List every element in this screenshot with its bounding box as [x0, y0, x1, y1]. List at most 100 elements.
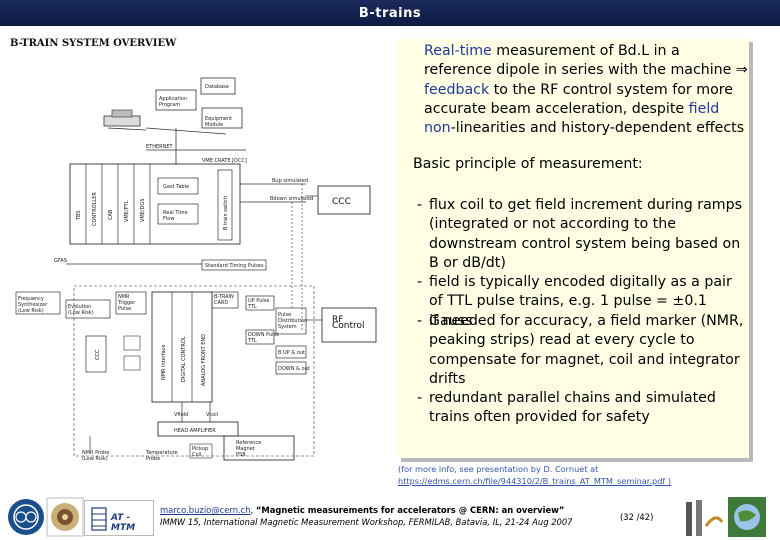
frequency-box [15, 291, 61, 315]
workshop-info: IMMW 15, International Magnetic Measurem… [160, 517, 573, 527]
bdown-simulated-label: Bdown simulated [270, 196, 313, 202]
col-tbs: TBS [76, 210, 82, 221]
basic-principle-heading: Basic principle of measurement: [413, 156, 643, 172]
vfield-label: Vfield [174, 412, 188, 418]
col-controller: CONTROLLER [92, 192, 98, 226]
at-mtm-label: AT - MTM [111, 513, 136, 533]
gfas-label: GFAS [54, 258, 67, 264]
intro-text-3: -linearities and history-dependent effec… [450, 120, 745, 137]
intro-paragraph: Real-time measurement of Bd.L in a refer… [424, 42, 749, 138]
bdown-ttl-box [245, 329, 275, 345]
talk-title: “Magnetic measurements for accelerators … [255, 505, 565, 515]
intro-text-2: to the RF control system for more accura… [424, 81, 734, 117]
sub-box-1 [123, 335, 141, 351]
b-train-switch-label: B train switch [223, 196, 229, 230]
bup-simulated-label: Bup simulated [272, 178, 308, 184]
reference-note: (for more info, see presentation by D. C… [398, 463, 758, 487]
pickup-coil-box [189, 443, 213, 459]
bullet-text: if needed for accuracy, a field marker (… [429, 313, 744, 387]
globe-logo-icon [728, 497, 766, 537]
bullet-text: field is typically encoded digitally as … [429, 274, 732, 329]
col-cab: CAB [108, 209, 114, 220]
footer-sep: , [250, 505, 256, 515]
bullet-item: - flux coil to get field increment durin… [417, 196, 747, 273]
ccc-sub-box [85, 335, 107, 373]
std-timing-label: Standard Timing Pulses [205, 263, 264, 269]
ccc-label: CCC [332, 197, 351, 207]
workstation-icon [103, 109, 147, 131]
nmr-trigger-box [115, 291, 147, 315]
btrain-card-box [211, 291, 239, 309]
analog-label: ANALOG FRONT END [201, 334, 207, 386]
vcoil-label: Vcoil [206, 412, 218, 418]
outer-frame [73, 285, 315, 457]
bup-ttl-box [245, 295, 275, 311]
page-number: (32 /42) [620, 512, 654, 522]
evolution-box [65, 299, 111, 319]
bdown-gut-label: DOWN & out [278, 366, 310, 372]
bullet-item: - redundant parallel chains and simulate… [417, 389, 747, 428]
col-vme-dgs: VME/DGS [140, 199, 146, 222]
footer-line-1: marco.buzio@cern.ch, “Magnetic measureme… [160, 505, 564, 516]
pulse-dist-box [275, 307, 307, 335]
slide-title: B-trains [358, 6, 422, 21]
magnet-photo-icon [676, 496, 724, 538]
head-amp-box [157, 421, 239, 437]
dig-ctrl-label: DIGITAL CONTROL [181, 336, 187, 382]
bullet-dash: - [417, 197, 423, 213]
arrow-icon: ⇒ [735, 62, 748, 79]
vme-crate-label: VME CRATE [DCC] [202, 158, 247, 164]
b-train-diagram: B-TRAIN SYSTEM OVERVIEW Database Applica… [6, 30, 386, 462]
ccc-box [317, 185, 371, 215]
evolution-label: Evolution(Low Risk) [68, 304, 94, 316]
field-non-term: field non [424, 100, 720, 137]
bullet-item: - field is typically encoded digitally a… [417, 273, 747, 331]
bup-gut-box [275, 345, 307, 359]
sub-box-2 [123, 355, 141, 371]
coil-icon [91, 507, 107, 531]
col-vme-ptl: VME/PTL [124, 200, 130, 222]
bullet-item: - if needed for accuracy, a field marker… [417, 312, 747, 389]
bdown-gut-box [275, 361, 307, 375]
database-label: Database [205, 84, 229, 90]
b-train-switch-box [217, 169, 233, 241]
database-box [200, 77, 236, 95]
bullet-dash: - [417, 274, 423, 290]
title-bar: B-trains [0, 0, 780, 26]
bullet-dash: - [417, 313, 423, 329]
gast-table-label: Gast Table [163, 184, 189, 190]
author-email-link[interactable]: marco.buzio@cern.ch [160, 505, 251, 515]
std-timing-box [201, 259, 267, 271]
nmr-probe-label: NMR Probe(Low Risk) [82, 450, 109, 462]
app-program-box [155, 89, 197, 111]
real-time-box [157, 203, 199, 225]
gast-table-box [157, 177, 199, 195]
bup-gut-label: B UP & out [278, 350, 305, 356]
department-seal-icon [46, 497, 84, 537]
ccc-sub-label: CCC [95, 349, 101, 360]
feedback-term: feedback [424, 81, 490, 98]
b-train-schematic: B-TRAIN SYSTEM OVERVIEW Database Applica… [10, 38, 377, 462]
cern-logo-icon [8, 499, 44, 535]
realtime-term: Real-time [424, 43, 492, 59]
reference-link[interactable]: https://edms.cern.ch/file/944310/2/B_tra… [398, 476, 672, 486]
text-panel: Real-time measurement of Bd.L in a refer… [397, 38, 749, 458]
vme-crate [69, 163, 241, 245]
ethernet-label: ETHERNET [146, 144, 174, 150]
reference-line-1: (for more info, see presentation by D. C… [398, 464, 599, 474]
reference-magnet-box [223, 435, 295, 461]
equip-module-box [201, 107, 243, 129]
head-amp-label: HEAD AMPLIFIER [174, 428, 216, 434]
nmr-interface-label: NMR Interface [161, 344, 167, 380]
